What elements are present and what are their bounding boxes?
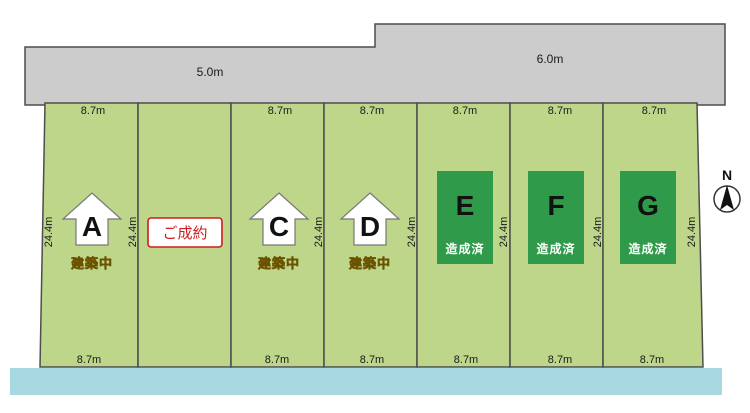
road-width-left: 5.0m [197,65,224,79]
road-width-right: 6.0m [537,52,564,66]
lot-a-label: A [82,211,102,242]
lot-e-label: E [456,190,475,221]
lot-g-frontage-bottom: 8.7m [640,354,664,366]
lot-e-frontage-bottom: 8.7m [454,354,478,366]
lot-b-status: ご成約 [162,224,207,242]
lot-e-graded-badge: E 造成済 [437,171,493,264]
lot-c-frontage-bottom: 8.7m [265,354,289,366]
lot-a-house-icon: A [61,192,123,246]
lot-d-depth-right: 24.4m [406,217,418,248]
lot-a-depth-left: 24.4m [43,217,55,248]
lot-a-status: 建築中 [71,256,113,272]
lot-g-label: G [637,190,659,221]
lot-e-depth-right: 24.4m [498,217,510,248]
lot-c-depth-right: 24.4m [313,217,325,248]
lot-f-frontage-top: 8.7m [548,105,572,117]
lot-d-frontage-bottom: 8.7m [360,354,384,366]
waterway [10,368,722,395]
lot-d-label: D [360,211,380,242]
lot-g-graded-badge: G 造成済 [620,171,676,264]
lot-g-status: 造成済 [628,241,667,256]
lot-g-depth-right: 24.4m [686,217,698,248]
lot-c-label: C [269,211,289,242]
lot-d-status: 建築中 [349,256,391,272]
lot-f-label: F [547,190,564,221]
lot-f-graded-badge: F 造成済 [528,171,584,264]
lot-g-frontage-top: 8.7m [642,105,666,117]
lot-a-frontage-bottom: 8.7m [77,354,101,366]
lot-f-depth-right: 24.4m [592,217,604,248]
lot-c-frontage-top: 8.7m [268,105,292,117]
lot-d-frontage-top: 8.7m [360,105,384,117]
lot-c-status: 建築中 [258,256,300,272]
compass-label: N [722,167,732,183]
lot-c-house-icon: C [248,192,310,246]
lot-f-status: 造成済 [536,241,575,256]
lot-a-frontage-top: 8.7m [81,105,105,117]
lot-b-sold-badge: ご成約 [147,217,223,248]
lot-e-status: 造成済 [445,241,484,256]
lot-f-frontage-bottom: 8.7m [548,354,572,366]
lot-d-house-icon: D [339,192,401,246]
lot-e-frontage-top: 8.7m [453,105,477,117]
north-compass-icon: N [713,167,741,213]
north-road [24,23,726,106]
lot-a-depth-right: 24.4m [127,217,139,248]
